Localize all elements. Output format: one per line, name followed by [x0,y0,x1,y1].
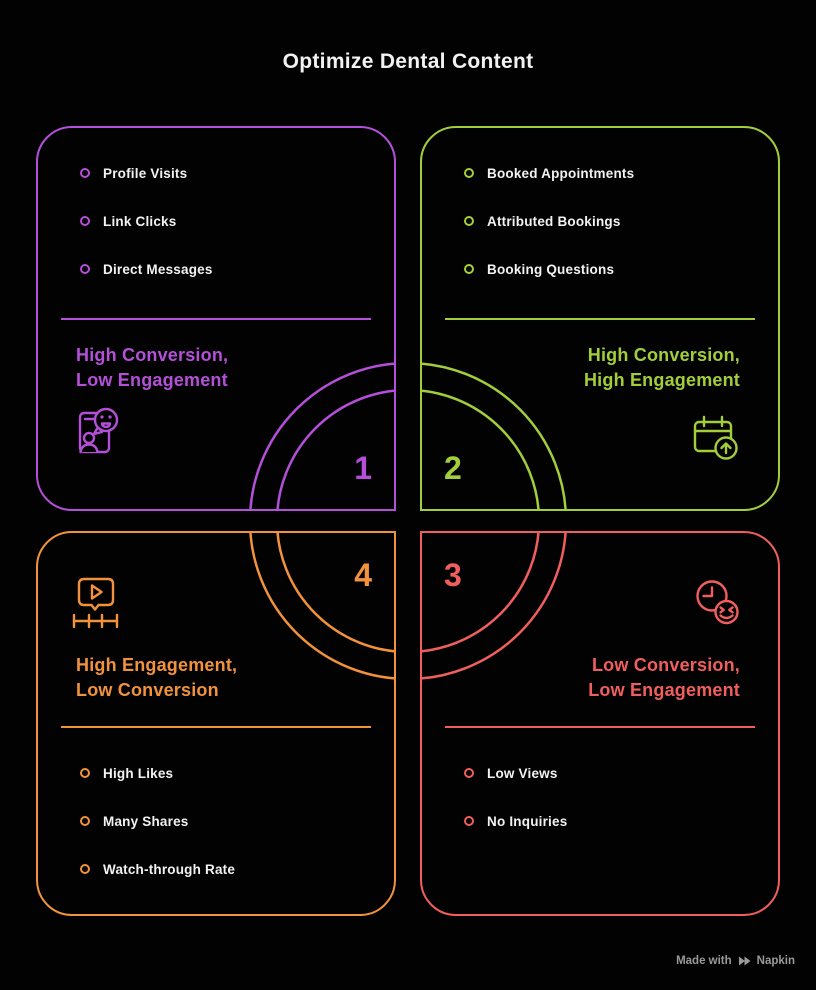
bullet-label: Booking Questions [487,261,615,277]
bullet-ring-icon [80,768,90,778]
quadrant-3-number: 3 [444,557,462,593]
quadrant-4-number: 4 [354,557,372,593]
bullet-ring-icon [80,264,90,274]
bullet-label: Low Views [487,765,558,781]
brand-label: Napkin [756,955,795,967]
quadrant-1-bullet-list: Profile Visits Link Clicks Direct Messag… [80,149,213,293]
divider [61,726,371,728]
heading-line: Low Engagement [76,370,228,390]
bullet-ring-icon [80,168,90,178]
list-item: Booking Questions [464,245,634,293]
bullet-label: No Inquiries [487,813,568,829]
list-item: Profile Visits [80,149,213,197]
list-item: Link Clicks [80,197,213,245]
list-item: Many Shares [80,797,235,845]
quadrant-1-high-conversion-low-engagement: Profile Visits Link Clicks Direct Messag… [36,126,396,511]
bullet-label: Many Shares [103,813,189,829]
made-with-napkin-credit: Made with Napkin [676,955,795,967]
divider [445,726,755,728]
heading-line: High Engagement [583,370,740,390]
heading-line: Low Conversion [76,680,219,700]
bullet-ring-icon [464,768,474,778]
quadrant-2-high-conversion-high-engagement: Booked Appointments Attributed Bookings … [420,126,780,511]
list-item: No Inquiries [464,797,567,845]
quadrant-3-heading: Low Conversion, Low Engagement [588,653,740,703]
heading-line: Low Conversion, [591,655,740,675]
quadrant-3-bullet-list: Low Views No Inquiries [464,749,567,845]
bullet-ring-icon [80,216,90,226]
quadrant-1-number: 1 [354,450,372,486]
bullet-ring-icon [464,168,474,178]
bullet-ring-icon [80,816,90,826]
quadrant-4-high-engagement-low-conversion: 4 High Engagement, Low Conversion High L… [36,531,396,916]
list-item: Low Views [464,749,567,797]
list-item: High Likes [80,749,235,797]
clock-smile-icon [692,577,744,629]
page-title: Optimize Dental Content [282,50,534,73]
bullet-ring-icon [464,216,474,226]
divider [445,318,755,320]
bullet-ring-icon [464,264,474,274]
bullet-ring-icon [464,816,474,826]
made-with-label: Made with [676,955,732,967]
heading-line: High Conversion, [76,345,229,365]
quadrant-2-number: 2 [444,450,462,486]
quadrant-3-low-conversion-low-engagement: 3 Low Conversion, Low Engagement Low Vie… [420,531,780,916]
calendar-up-icon [690,412,740,462]
quadrant-2-bullet-list: Booked Appointments Attributed Bookings … [464,149,634,293]
bullet-label: High Likes [103,765,174,781]
quadrant-4-heading: High Engagement, Low Conversion [76,653,237,703]
heading-line: High Engagement, [76,655,238,675]
quadrant-1-heading: High Conversion, Low Engagement [76,343,228,393]
list-item: Booked Appointments [464,149,634,197]
list-item: Direct Messages [80,245,213,293]
bullet-label: Watch-through Rate [103,861,236,877]
napkin-logo-icon [738,956,751,966]
bullet-label: Booked Appointments [487,165,635,181]
divider [61,318,371,320]
bullet-label: Link Clicks [103,213,177,229]
heading-line: High Conversion, [587,345,740,365]
video-bubble-icon [69,572,123,630]
heading-line: Low Engagement [588,680,740,700]
list-item: Watch-through Rate [80,845,235,893]
bullet-label: Attributed Bookings [487,213,621,229]
bullet-label: Profile Visits [103,165,188,181]
bullet-label: Direct Messages [103,261,213,277]
quadrant-2-heading: High Conversion, High Engagement [584,343,740,393]
list-item: Attributed Bookings [464,197,634,245]
quadrant-4-bullet-list: High Likes Many Shares Watch-through Rat… [80,749,235,893]
profile-chat-icon [72,404,122,456]
bullet-ring-icon [80,864,90,874]
